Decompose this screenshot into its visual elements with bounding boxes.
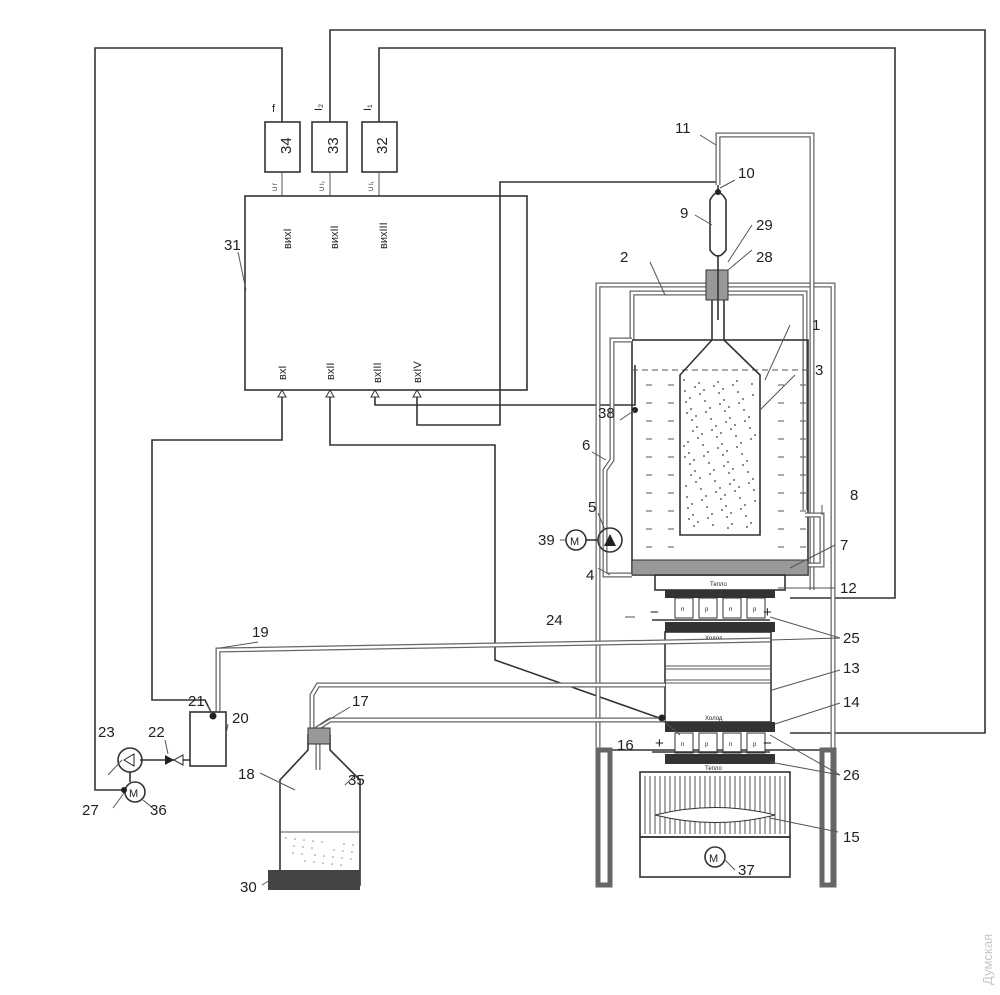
motor-39-m: M — [570, 536, 579, 548]
controller-31 — [244, 195, 528, 391]
semiconductor-p: p — [753, 607, 757, 613]
signal-i2: I₂ — [313, 104, 325, 111]
hot-label: Тепло — [710, 582, 727, 588]
wire-in2 — [329, 395, 666, 721]
label-14: 14 — [843, 694, 860, 711]
output-2: вихII — [329, 225, 341, 249]
hot2-label: Тепло — [705, 766, 722, 772]
label-16: 16 — [617, 737, 634, 754]
label-15: 15 — [843, 829, 860, 846]
cold2-label: Холод — [705, 716, 723, 722]
label-26: 26 — [843, 767, 860, 784]
separator-9 — [709, 191, 727, 257]
semiconductor-p: p — [753, 742, 757, 748]
label-22: 22 — [148, 724, 165, 741]
u-i2: U I₂ — [320, 180, 326, 191]
wire-f — [94, 47, 283, 791]
condenser-13 — [664, 631, 772, 723]
stopper-28 — [705, 269, 729, 301]
plus-2: + — [655, 735, 664, 752]
label-24: 24 — [546, 612, 563, 629]
semiconductor-n: n — [681, 742, 684, 748]
label-20: 20 — [232, 710, 249, 727]
motor-37-m: M — [709, 853, 718, 865]
wire-in3 — [374, 365, 636, 406]
label-1: 1 — [812, 317, 820, 334]
label-11: 11 — [675, 120, 691, 137]
label-6: 6 — [582, 437, 590, 454]
label-36: 36 — [150, 802, 167, 819]
base-30 — [268, 870, 360, 890]
label-32: 32 — [374, 137, 391, 154]
label-33: 33 — [325, 137, 342, 154]
semiconductor-n: n — [729, 742, 732, 748]
label-7: 7 — [840, 537, 848, 554]
label-5: 5 — [588, 499, 596, 516]
label-2: 2 — [620, 249, 628, 266]
label-3: 3 — [815, 362, 823, 379]
input-4: вхIV — [412, 361, 424, 383]
label-4: 4 — [586, 567, 594, 584]
semiconductor-n: n — [729, 607, 732, 613]
watermark: Думская — [980, 934, 995, 985]
input-2: вхII — [325, 363, 337, 380]
label-25: 25 — [843, 630, 860, 647]
output-1: вихI — [282, 228, 294, 249]
u-f: U f — [273, 183, 279, 191]
semiconductor-p: p — [705, 742, 709, 748]
label-9: 9 — [680, 205, 688, 222]
label-31: 31 — [224, 237, 241, 254]
label-19: 19 — [252, 624, 269, 641]
input-1: вхI — [277, 366, 289, 380]
motor-36-m: M — [129, 788, 138, 800]
label-39: 39 — [538, 532, 555, 549]
label-8: 8 — [850, 487, 858, 504]
label-34: 34 — [278, 137, 295, 154]
signal-i1: I₁ — [362, 104, 374, 111]
plus-1: + — [763, 604, 772, 621]
wire-in4 — [416, 181, 719, 426]
signal-f: f — [272, 103, 276, 115]
sensor-20 — [189, 711, 227, 767]
label-12: 12 — [840, 580, 857, 597]
minus-1: − — [650, 604, 659, 621]
label-17: 17 — [352, 693, 369, 710]
semiconductor-n: n — [681, 607, 684, 613]
label-37: 37 — [738, 862, 755, 879]
label-28: 28 — [756, 249, 773, 266]
semiconductor-p: p — [705, 607, 709, 613]
label-35: 35 — [348, 772, 365, 789]
output-3: вихIII — [378, 222, 390, 249]
fan-motor-37 — [704, 846, 726, 868]
input-3: вхIII — [372, 362, 384, 383]
label-21: 21 — [188, 693, 205, 710]
label-10: 10 — [738, 165, 755, 182]
label-23: 23 — [98, 724, 115, 741]
label-13: 13 — [843, 660, 860, 677]
label-38: 38 — [598, 405, 615, 422]
minus-2: − — [763, 735, 772, 752]
label-30: 30 — [240, 879, 257, 896]
flask-3 — [679, 300, 761, 536]
wire-in1 — [151, 395, 283, 717]
label-27: 27 — [82, 802, 99, 819]
label-18: 18 — [238, 766, 255, 783]
wire-i1 — [378, 47, 896, 599]
u-i1: U I₁ — [369, 181, 375, 191]
wire-i2 — [329, 29, 986, 734]
label-29: 29 — [756, 217, 773, 234]
